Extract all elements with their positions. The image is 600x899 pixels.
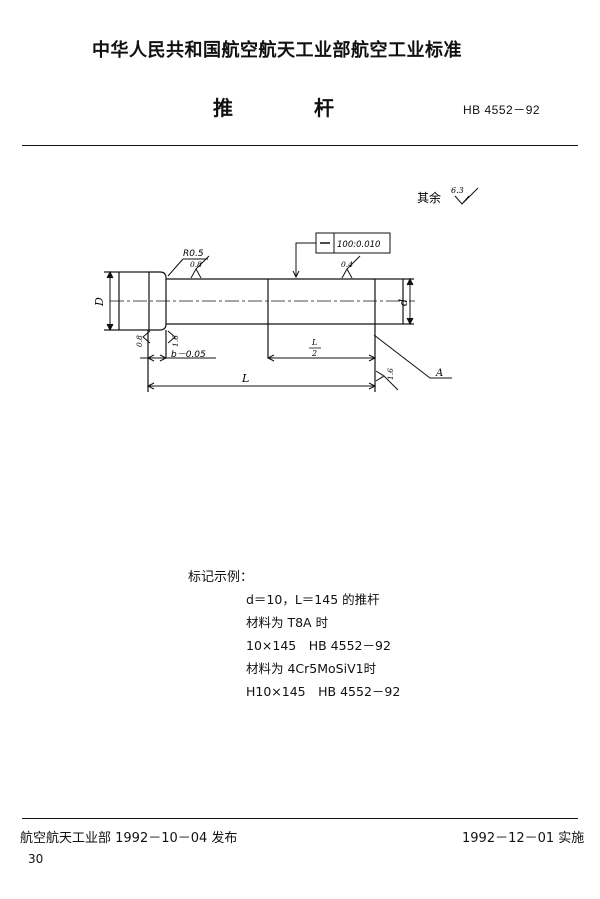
- radius-label: R0.5: [183, 249, 204, 259]
- title-char-2: 杆: [314, 96, 334, 120]
- dim-d-label: d: [397, 299, 410, 306]
- dim-b-label: b－0.05: [171, 350, 206, 360]
- issue-date: 航空航天工业部 1992－10－04 发布: [20, 831, 238, 846]
- page-number: 30: [28, 852, 44, 866]
- roughness-face: 1.6: [171, 335, 180, 347]
- ejector-pin-drawing: 其余 6.3 100:0.010 R0.5 0.8 0.4 D d 0.8 1.…: [93, 186, 479, 392]
- example-line-4: 材料为 4Cr5MoSiV1时: [246, 661, 377, 676]
- roughness-head: 0.8: [135, 335, 144, 347]
- example-line-3: 10×145 HB 4552－92: [246, 638, 391, 653]
- roughness-leader: 1.6: [386, 368, 395, 380]
- title-char-1: 推: [213, 96, 233, 120]
- surface-rest-value: 6.3: [451, 186, 464, 195]
- dim-half-L-den: 2: [311, 349, 317, 358]
- dim-L-label: L: [241, 372, 249, 385]
- example-line-1: d＝10，L＝145 的推杆: [246, 592, 380, 607]
- dim-D-label: D: [93, 297, 106, 307]
- example-line-5: H10×145 HB 4552－92: [246, 684, 401, 699]
- standard-number: HB 4552－92: [463, 103, 541, 117]
- header-rule: [22, 145, 578, 146]
- roughness-end: 0.4: [341, 260, 353, 269]
- pin-end: [374, 278, 404, 325]
- datum-label: A: [435, 368, 443, 379]
- footer-rule: [22, 818, 578, 819]
- surface-rest-label: 其余: [417, 190, 441, 205]
- issuing-organization: 中华人民共和国航空航天工业部航空工业标准: [92, 40, 462, 61]
- example-line-2: 材料为 T8A 时: [246, 615, 329, 630]
- example-heading: 标记示例：: [188, 570, 254, 585]
- effective-date: 1992－12－01 实施: [462, 831, 585, 846]
- pin-shank: [166, 278, 375, 325]
- tolerance-value: 100:0.010: [337, 240, 380, 250]
- roughness-shank: 0.8: [190, 260, 202, 269]
- dim-half-L-num: L: [311, 338, 317, 347]
